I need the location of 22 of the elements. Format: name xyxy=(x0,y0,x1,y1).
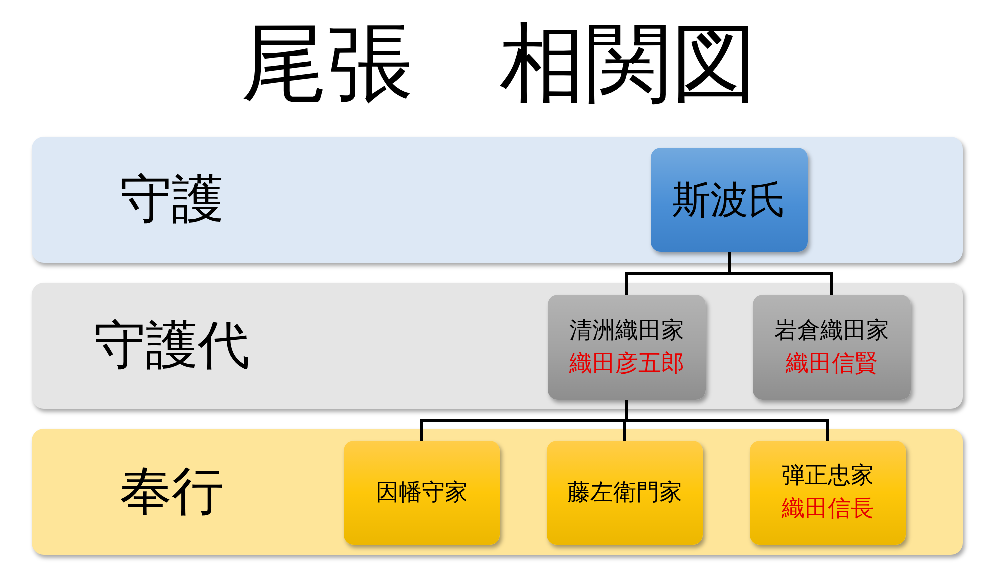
house-name: 岩倉織田家 xyxy=(774,318,890,344)
tier-band xyxy=(32,429,963,555)
tier-band xyxy=(32,283,963,409)
lord-name: 織田信長 xyxy=(782,496,874,523)
lord-name: 織田彦五郎 xyxy=(570,350,684,378)
family-box xyxy=(750,441,906,545)
tier-label: 守護代 xyxy=(94,315,250,377)
family-box xyxy=(651,148,808,252)
family-box xyxy=(344,441,500,545)
family-box xyxy=(547,441,703,545)
tier-band xyxy=(32,137,963,263)
house-name: 清洲織田家 xyxy=(570,318,684,344)
family-box xyxy=(548,295,706,400)
diagram-title: 尾張 相関図 xyxy=(242,13,758,116)
tier-label: 奉行 xyxy=(120,461,224,523)
lord-name: 織田信賢 xyxy=(786,350,878,378)
tier-label: 守護 xyxy=(120,169,224,231)
family-box xyxy=(753,295,911,400)
house-name: 斯波氏 xyxy=(672,177,786,223)
house-name: 弾正忠家 xyxy=(782,463,874,490)
house-name: 藤左衛門家 xyxy=(568,480,682,506)
house-name: 因幡守家 xyxy=(376,480,468,506)
